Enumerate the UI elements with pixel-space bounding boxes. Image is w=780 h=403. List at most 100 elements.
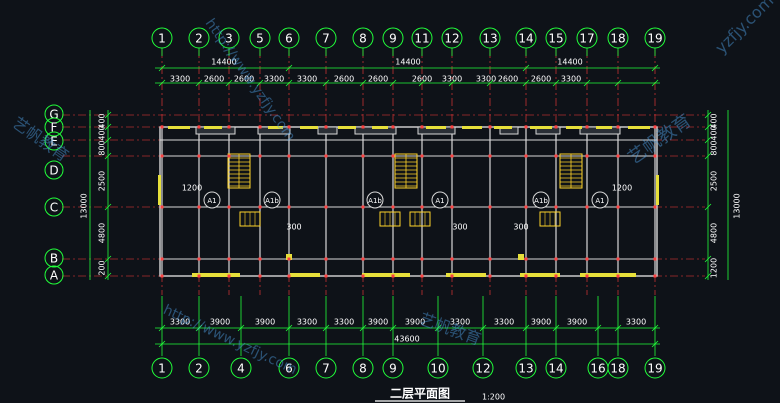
column-mark: [324, 257, 328, 261]
dim-tick-left: [104, 136, 112, 144]
window-top: [338, 126, 356, 129]
room-tag-label: A1b: [368, 197, 382, 205]
axis-label-left: D: [49, 164, 58, 178]
column-mark: [160, 125, 164, 129]
dim-text-segment-top: 2600: [334, 75, 354, 84]
room-tag-circle: [366, 191, 384, 209]
column-mark: [391, 257, 395, 261]
window-top: [566, 126, 582, 129]
column-mark: [450, 274, 454, 278]
dim-text-left-segment: 4800: [98, 223, 107, 243]
stair-2: [394, 153, 418, 189]
column-mark: [524, 125, 528, 129]
axis-label-bottom: 2: [195, 362, 203, 376]
axis-label-bottom: 13: [518, 362, 533, 376]
axis-bubble-top: [218, 27, 240, 49]
window-top: [530, 126, 552, 129]
axis-label-top: 1: [158, 32, 166, 46]
axis-label-top: 3: [225, 32, 233, 46]
drawing-scale: 1:200: [482, 393, 505, 402]
dim-text-right-segment: 800: [710, 140, 719, 155]
column-mark: [585, 154, 589, 158]
axis-label-left: F: [51, 121, 58, 135]
dim-text-right-segment: 4800: [710, 223, 719, 243]
axis-label-bottom: 14: [548, 362, 563, 376]
axis-label-bottom: 12: [475, 362, 490, 376]
dim-text-segment-bottom: 3900: [210, 318, 230, 327]
dim-tick-segment-top: [448, 79, 456, 87]
axis-label-left: B: [50, 252, 58, 266]
dim-text-left-segment: 2500: [98, 171, 107, 191]
dim-tick-segment-bottom: [434, 324, 442, 332]
axis-bubble-bottom: [352, 357, 374, 379]
column-mark: [616, 125, 620, 129]
dim-tick-segment-top: [256, 79, 264, 87]
axis-label-left: G: [49, 108, 58, 122]
column-mark: [420, 257, 424, 261]
axis-bubble-bottom: [472, 357, 494, 379]
dim-text-overall-top: 14400: [395, 58, 420, 67]
axis-label-top: 19: [647, 32, 662, 46]
watermark-text: yzfjy.com: [711, 0, 777, 57]
column-mark: [420, 154, 424, 158]
column-mark: [616, 154, 620, 158]
dim-text-segment-top: 2600: [412, 75, 432, 84]
column-mark: [488, 125, 492, 129]
dim-tick-right: [704, 111, 712, 119]
column-mark: [554, 125, 558, 129]
window-top: [494, 126, 512, 129]
axis-bubble-bottom: [545, 357, 567, 379]
column-mark: [197, 257, 201, 261]
axis-label-top: 2: [195, 32, 203, 46]
column-mark: [420, 205, 424, 209]
dim-tick-segment-bottom: [195, 324, 203, 332]
dim-tick-segment-bottom: [285, 324, 293, 332]
dim-tick-segment-bottom: [479, 324, 487, 332]
column-mark: [287, 205, 291, 209]
watermark-text: 艺帆教育: [417, 309, 484, 349]
column-mark: [420, 274, 424, 278]
room-tag-circle: [203, 191, 221, 209]
dim-tick-left: [104, 255, 112, 263]
column-mark: [197, 125, 201, 129]
dim-text-segment-bottom: 3900: [368, 318, 388, 327]
axis-bubble-top: [545, 27, 567, 49]
column-mark: [450, 205, 454, 209]
axis-bubble-left: [44, 197, 64, 217]
dim-text-segment-bottom: 3900: [531, 318, 551, 327]
column-mark: [585, 125, 589, 129]
column-mark: [653, 274, 657, 278]
column-mark: [488, 274, 492, 278]
axis-bubble-top: [151, 27, 173, 49]
dim-text-segment-top: 3300: [442, 75, 462, 84]
axis-bubble-top: [382, 27, 404, 49]
dim-tick-segment-top: [614, 79, 622, 87]
window-top: [372, 126, 388, 129]
column-mark: [160, 205, 164, 209]
axis-bubble-left: [44, 160, 64, 180]
dim-tick-segment-bottom: [359, 324, 367, 332]
column-mark: [361, 154, 365, 158]
axis-bubble-top: [411, 27, 433, 49]
axis-bubble-bottom: [607, 357, 629, 379]
column-mark: [258, 205, 262, 209]
column-mark: [227, 154, 231, 158]
dim-text-segment-bottom: 3900: [405, 318, 425, 327]
window-top: [628, 126, 650, 129]
axis-label-top: 14: [518, 32, 533, 46]
dim-text-right-segment: 400: [710, 125, 719, 140]
window-bottom: [446, 273, 486, 277]
column-mark: [258, 274, 262, 278]
dim-tick-left: [104, 203, 112, 211]
window-small: [518, 254, 524, 260]
axis-label-bottom: 16: [590, 362, 605, 376]
column-mark: [554, 205, 558, 209]
dim-text-segment-bottom: 3300: [170, 318, 190, 327]
dim-text-segment-top: 2600: [368, 75, 388, 84]
axis-bubble-top: [441, 27, 463, 49]
dim-text-left-overall: 13000: [80, 193, 89, 218]
column-mark: [287, 125, 291, 129]
dim-text-left-segment: 400: [98, 125, 107, 140]
column-mark: [616, 274, 620, 278]
